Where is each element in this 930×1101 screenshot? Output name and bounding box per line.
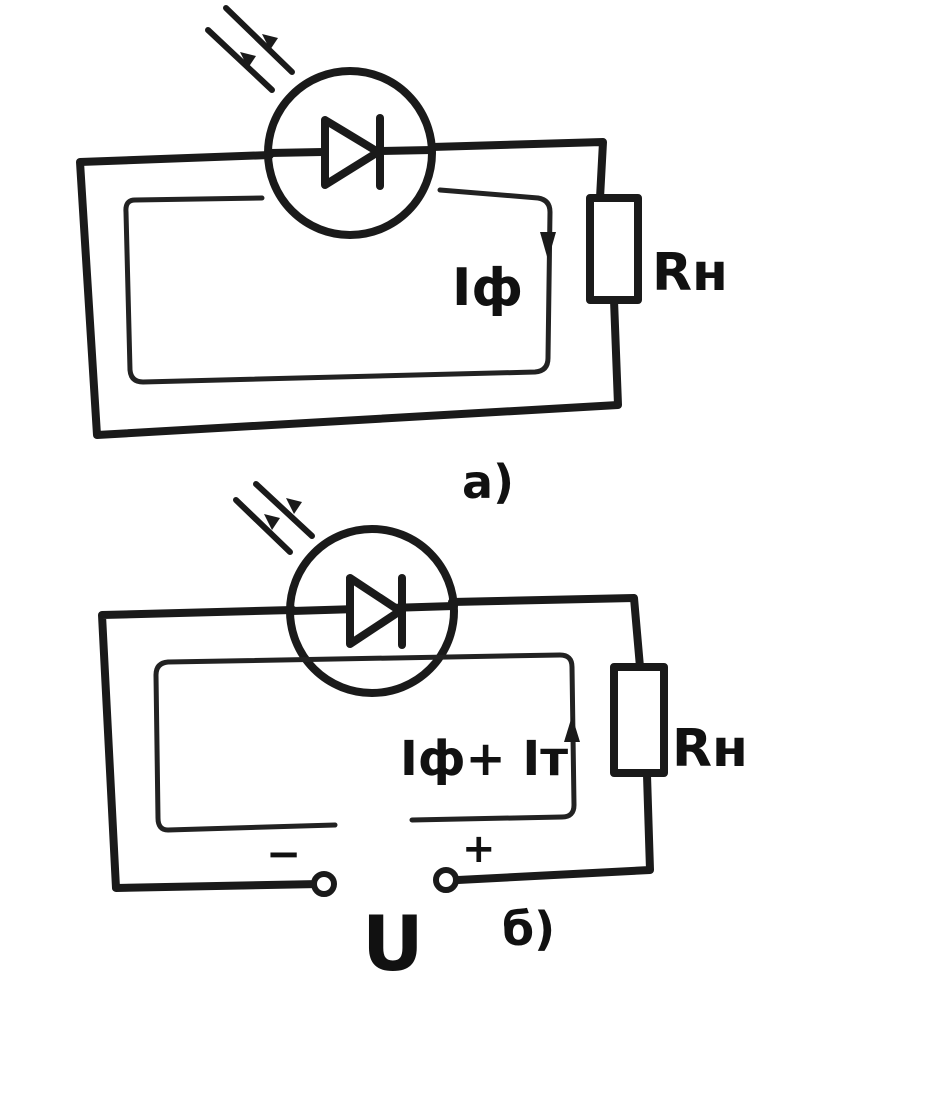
figure-a: Iф Rн a): [76, 5, 728, 509]
resistor-label-b: Rн: [672, 719, 748, 779]
current-loop-b: [153, 652, 577, 833]
diode-triangle: [321, 116, 382, 189]
current-label-a: Iф: [452, 258, 523, 318]
terminal-icon: [433, 867, 459, 893]
resistor-icon: [586, 194, 642, 304]
plus-label: +: [462, 826, 496, 872]
minus-label: −: [266, 829, 301, 878]
caption-a: a): [462, 455, 514, 509]
figure-a-circuit-wire: [76, 138, 622, 439]
current-loop-a: [123, 187, 553, 385]
voltage-label: U: [362, 899, 424, 988]
current-arrowhead-b: [564, 716, 580, 742]
diode-symbol: [266, 114, 436, 190]
diode-triangle: [346, 574, 404, 648]
current-arrowhead-a: [540, 232, 556, 260]
diode-symbol: [288, 574, 458, 649]
figure-b: Iф+ Iт Rн − + U б): [98, 481, 748, 988]
light-arrows-icon: [205, 5, 295, 93]
current-label-b: Iф+ Iт: [400, 731, 568, 787]
terminal-icon: [311, 871, 337, 897]
light-arrows-icon: [233, 481, 315, 555]
caption-b: б): [502, 902, 555, 956]
resistor-icon: [610, 663, 668, 777]
figure-b-circuit-wire: [98, 594, 654, 892]
resistor-label-a: Rн: [652, 243, 728, 303]
